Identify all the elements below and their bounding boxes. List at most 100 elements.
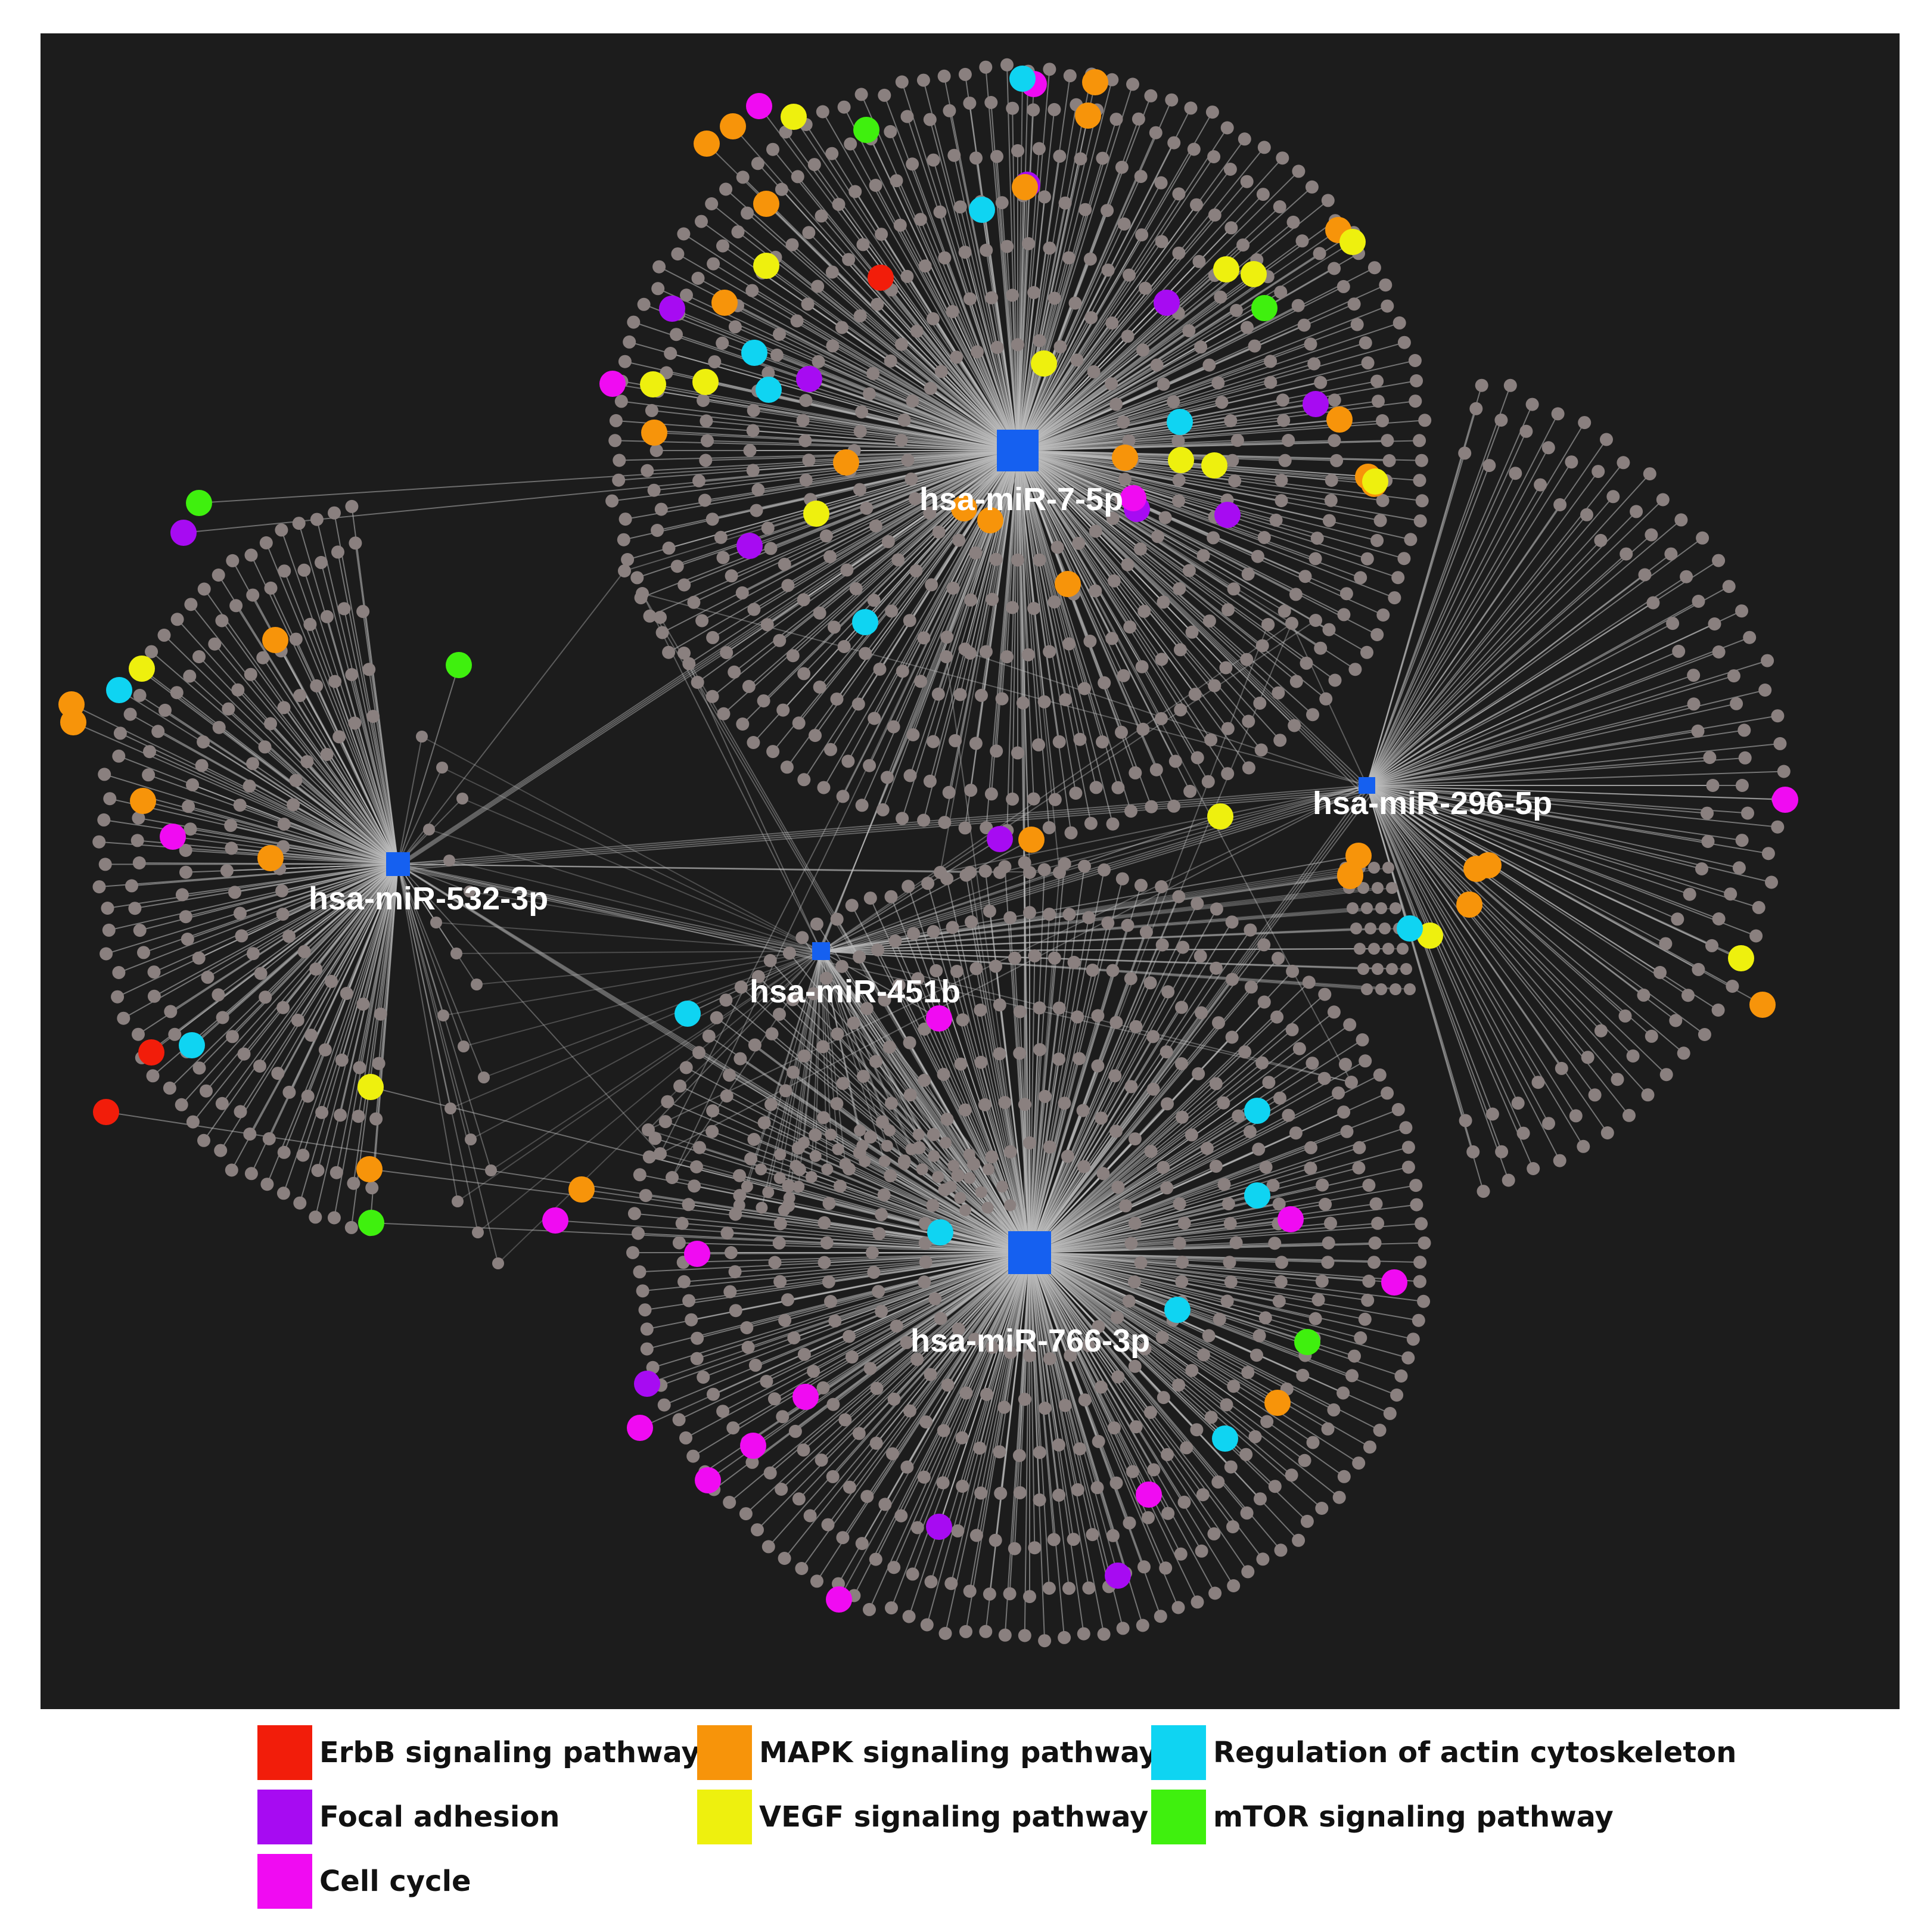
target-gene-node — [952, 533, 966, 547]
interaction-edge — [1029, 914, 1050, 1253]
target-gene-node — [819, 971, 833, 985]
target-gene-node — [1048, 102, 1061, 116]
target-gene-node — [1352, 1161, 1366, 1175]
target-gene-node — [464, 886, 475, 897]
target-gene-node — [632, 1226, 645, 1240]
target-gene-node — [1175, 1001, 1188, 1014]
target-gene-node — [720, 1226, 734, 1240]
target-gene-node — [1052, 1489, 1066, 1502]
target-gene-node — [1223, 163, 1237, 176]
interaction-edge — [1029, 930, 1251, 1253]
target-gene-node — [918, 259, 932, 273]
target-gene-node — [748, 1038, 761, 1052]
interaction-edge — [343, 608, 399, 865]
target-gene-node — [756, 1201, 768, 1214]
interaction-edge — [176, 619, 399, 865]
interaction-edge — [1366, 484, 1541, 786]
target-gene-node — [685, 1313, 698, 1327]
target-gene-node — [969, 1529, 983, 1542]
target-gene-node — [1161, 985, 1175, 999]
target-gene-node — [926, 312, 940, 325]
target-gene-node — [1018, 1098, 1031, 1111]
pathway-node-cell-cycle — [1278, 1206, 1304, 1232]
target-gene-node — [830, 912, 844, 926]
target-gene-node — [310, 512, 324, 526]
target-gene-node — [786, 993, 800, 1007]
target-gene-node — [812, 355, 825, 368]
legend-label-vegf: VEGF signaling pathway — [759, 1800, 1149, 1834]
target-gene-node — [282, 1085, 296, 1099]
target-gene-node — [1048, 595, 1061, 609]
target-gene-node — [212, 569, 225, 582]
target-gene-node — [1038, 1402, 1052, 1415]
target-gene-node — [1241, 1366, 1255, 1379]
interaction-edge — [1029, 1252, 1361, 1339]
target-gene-node — [1062, 251, 1076, 265]
target-gene-node — [1078, 682, 1091, 695]
target-gene-node — [1361, 983, 1373, 995]
target-gene-node — [876, 803, 890, 816]
interaction-edge — [686, 294, 1018, 451]
target-gene-node — [907, 927, 921, 940]
target-gene-node — [1381, 299, 1394, 313]
interaction-edge — [809, 378, 1018, 451]
interaction-edge — [1017, 450, 1336, 681]
target-gene-node — [1109, 1476, 1123, 1490]
target-gene-node — [1042, 821, 1056, 834]
interaction-edge — [672, 951, 822, 1178]
target-gene-node — [1241, 567, 1255, 581]
target-gene-node — [275, 884, 289, 897]
target-gene-node — [1735, 779, 1749, 792]
target-gene-node — [1749, 929, 1763, 943]
target-gene-node — [797, 773, 811, 787]
interaction-edge — [397, 864, 822, 952]
target-gene-node — [885, 604, 899, 618]
pathway-node-vegf — [1362, 468, 1388, 495]
interaction-edge — [646, 1252, 1030, 1350]
hub-labels-layer: hsa-miR-7-5p hsa-miR-532-3p hsa-miR-296-… — [309, 482, 1552, 1359]
interaction-edge — [693, 450, 1018, 603]
target-gene-node — [1272, 952, 1285, 965]
target-gene-node — [1727, 669, 1740, 683]
target-gene-node — [1121, 558, 1134, 571]
target-gene-node — [842, 253, 856, 266]
target-gene-node — [303, 617, 317, 631]
target-gene-node — [102, 923, 116, 937]
target-gene-node — [677, 1275, 691, 1288]
interaction-edge — [890, 896, 1030, 1253]
target-gene-node — [1386, 882, 1398, 894]
target-gene-node — [132, 1027, 145, 1041]
shared-target-node — [642, 1123, 655, 1136]
interaction-edge — [984, 871, 1030, 1253]
target-gene-node — [810, 1574, 823, 1588]
target-gene-node — [1270, 1010, 1284, 1024]
target-gene-node — [782, 946, 796, 960]
interaction-edge — [1017, 206, 1280, 451]
target-gene-node — [1645, 528, 1658, 542]
interaction-edge — [1029, 947, 1183, 1253]
target-gene-node — [823, 550, 837, 564]
pathway-node-mapk — [641, 420, 667, 446]
legend-swatch-mapk — [697, 1725, 752, 1780]
target-gene-node — [1375, 902, 1387, 914]
target-gene-node — [791, 170, 804, 184]
interaction-edge — [1022, 454, 1027, 1258]
target-gene-node — [1401, 1160, 1415, 1174]
target-gene-node — [1159, 1561, 1173, 1575]
shared-target-node — [1339, 1058, 1352, 1071]
target-gene-node — [1111, 1370, 1125, 1384]
target-gene-node — [1211, 1475, 1225, 1489]
target-gene-node — [1664, 547, 1678, 561]
target-gene-node — [1391, 571, 1405, 585]
interaction-edge — [1366, 785, 1539, 1083]
target-gene-node — [731, 225, 745, 239]
target-gene-node — [914, 675, 928, 688]
target-gene-node — [671, 247, 685, 261]
target-gene-node — [675, 1216, 689, 1230]
interaction-edge — [1029, 1029, 1293, 1253]
target-gene-node — [1477, 1185, 1490, 1198]
interaction-edge — [679, 1242, 1030, 1253]
pathway-node-mtor — [446, 652, 472, 678]
target-gene-node — [1494, 414, 1508, 427]
target-gene-node — [670, 328, 683, 341]
